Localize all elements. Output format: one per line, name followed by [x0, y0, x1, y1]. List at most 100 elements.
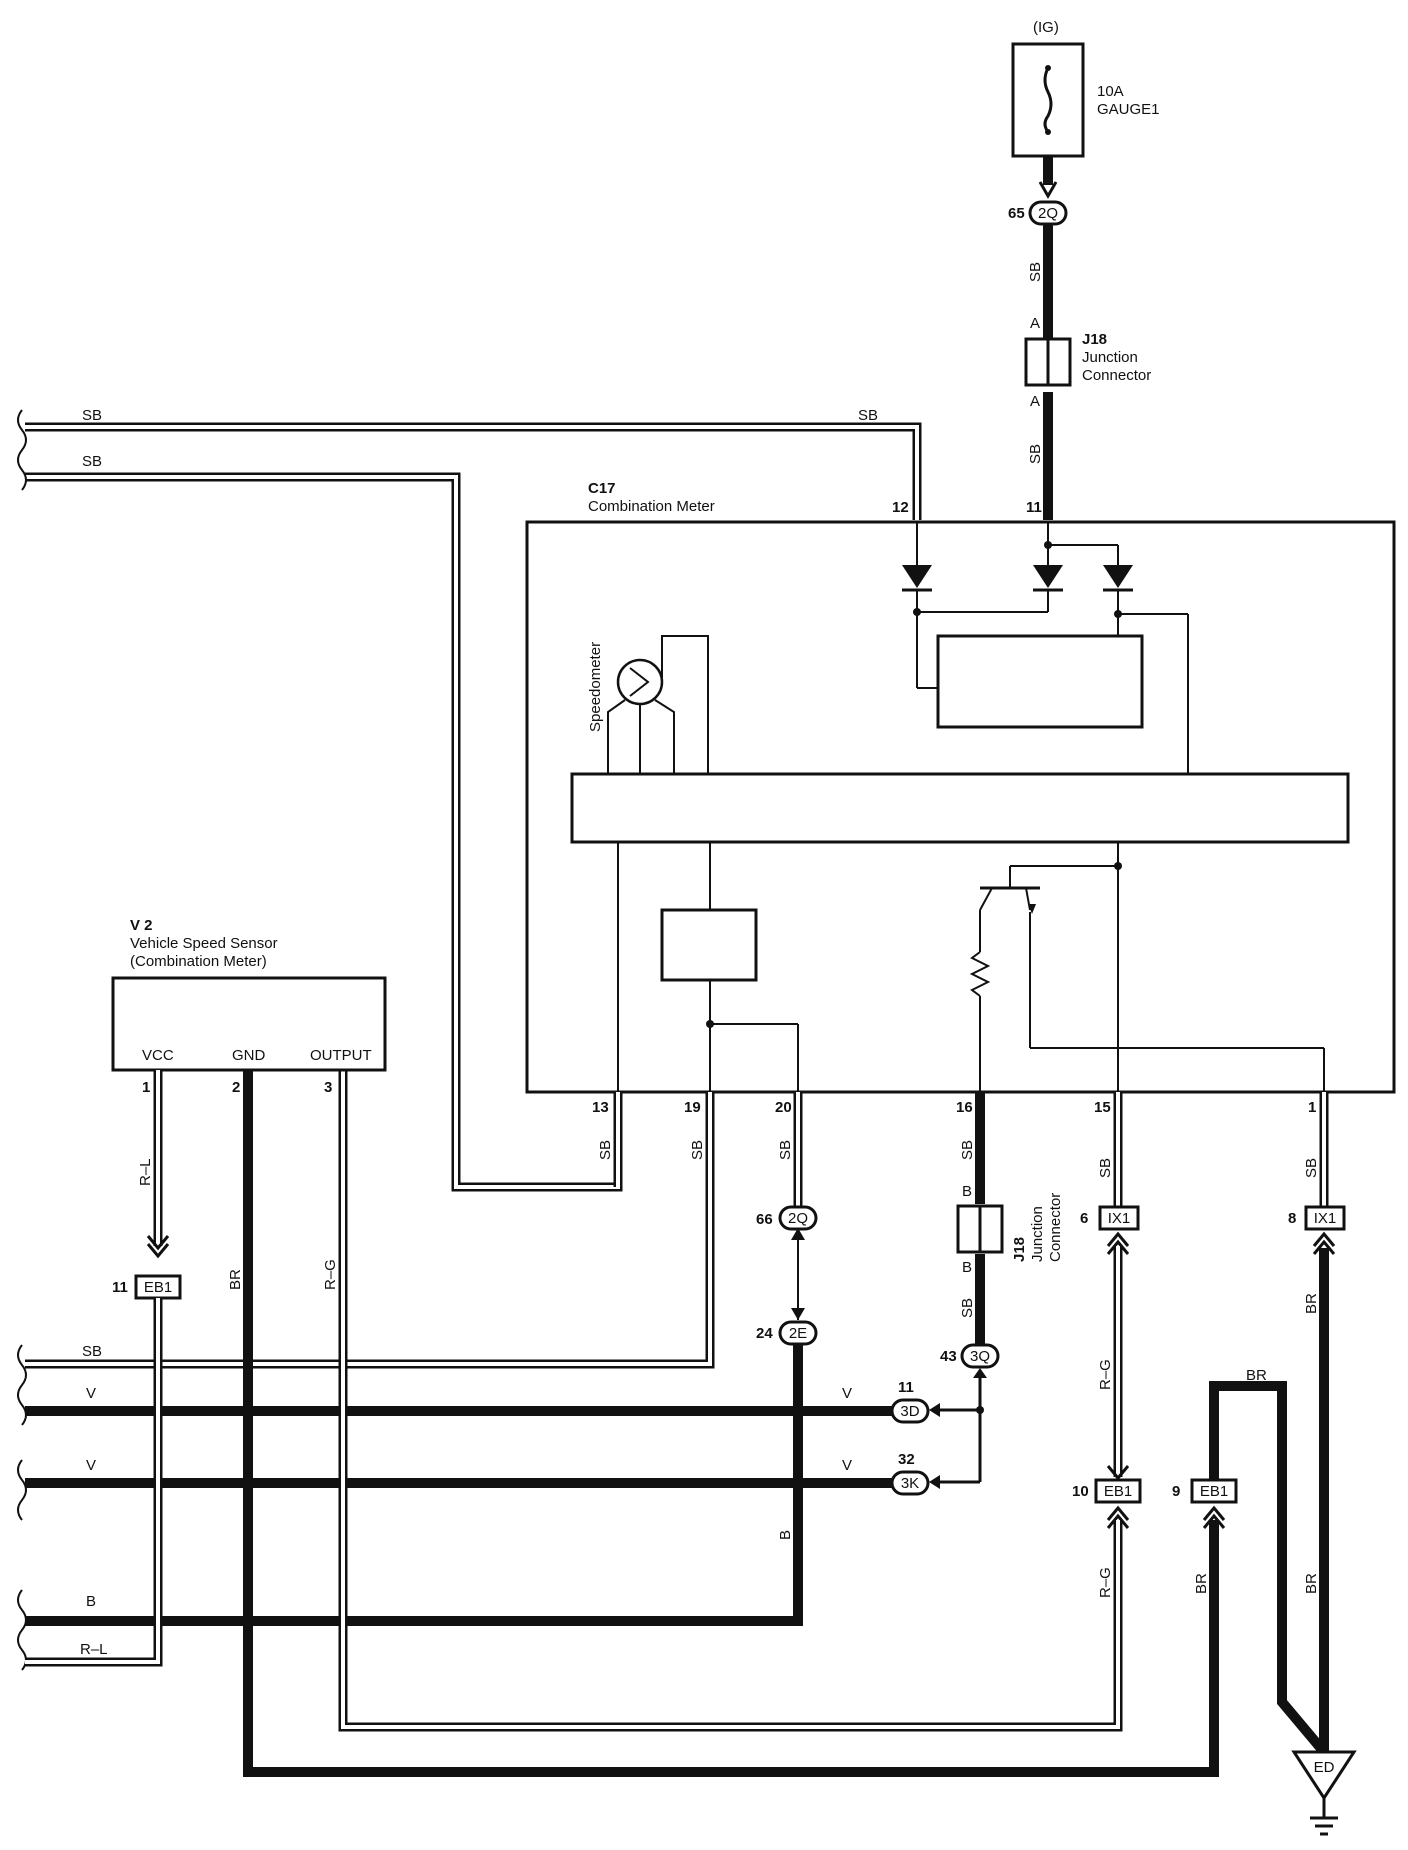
wire-label-rg: R–G	[1097, 1567, 1114, 1598]
wire-label-v: V	[86, 1385, 96, 1402]
fuse-rating: 10A	[1097, 83, 1124, 100]
wire-label-sb: SB	[1027, 444, 1044, 464]
wire-sb-top	[25, 422, 922, 520]
junction-label: Junction	[1082, 349, 1138, 366]
connector-2Q-mid: 2Q 66	[756, 1205, 818, 1231]
wire-label-sb: SB	[82, 453, 102, 470]
sensor-name: Vehicle Speed Sensor	[130, 935, 278, 952]
pin-10: 10	[1072, 1483, 1089, 1500]
pin-11-3d: 11	[898, 1379, 914, 1396]
junction-pin-a: A	[1030, 315, 1040, 332]
ground-label: ED	[1314, 1759, 1335, 1776]
connector-3Q-label: 3Q	[970, 1348, 990, 1365]
ground-icon	[1291, 1750, 1357, 1801]
connector-3K: 3K 32	[890, 1451, 930, 1496]
junction-id: J18	[1011, 1237, 1028, 1262]
pin-12: 12	[892, 499, 909, 516]
connector-2Q-top-label: 2Q	[1038, 205, 1058, 222]
connector-2E: 2E 24	[756, 1320, 818, 1346]
pin-11-eb1: 11	[112, 1279, 128, 1296]
wire-fuse-feed	[1038, 156, 1058, 520]
sensor-name: (Combination Meter)	[130, 953, 267, 970]
wire-label-br: BR	[1193, 1573, 1210, 1594]
sensor-pin-1: 1	[142, 1079, 150, 1096]
connector-IX1-label: IX1	[1108, 1210, 1131, 1227]
connector-2E-label: 2E	[789, 1325, 807, 1342]
connector-IX1-label: IX1	[1314, 1210, 1337, 1227]
fuse-element-icon	[1043, 67, 1053, 133]
wire-label-sb: SB	[959, 1140, 976, 1160]
connector-EB1-c: EB1 9	[1172, 1478, 1238, 1504]
wire-label-sb: SB	[858, 407, 878, 424]
pin-16: 16	[956, 1099, 973, 1116]
wire-label-sb: SB	[1097, 1158, 1114, 1178]
wire-label-v: V	[86, 1457, 96, 1474]
connector-IX1-a: IX1 6	[1080, 1205, 1140, 1231]
connector-2Q-top: 2Q 65	[1008, 200, 1068, 226]
fuse-name: GAUGE1	[1097, 101, 1160, 118]
pin-1: 1	[1308, 1099, 1316, 1116]
interface-block	[660, 908, 758, 982]
connector-2Q-mid-label: 2Q	[788, 1210, 808, 1227]
wire-label-sb: SB	[959, 1298, 976, 1318]
transistor-icon	[969, 842, 1325, 1092]
pin-15: 15	[1094, 1099, 1111, 1116]
junction-pin-a: A	[1030, 393, 1040, 410]
speedometer-gauge: Speedometer	[587, 635, 709, 774]
pin-24: 24	[756, 1325, 773, 1342]
vehicle-speed-sensor-v2: V 2 Vehicle Speed Sensor (Combination Me…	[111, 917, 387, 1096]
junction-pin-b: B	[962, 1259, 972, 1276]
wire-label-sb: SB	[1027, 262, 1044, 282]
wire-label-sb: SB	[777, 1140, 794, 1160]
arrow-down-icon	[1038, 181, 1058, 200]
wire-label-sb: SB	[82, 1343, 102, 1360]
speedometer-icon	[616, 658, 664, 706]
connector-EB1-label: EB1	[1200, 1483, 1228, 1500]
wire-label-rl: R–L	[80, 1641, 108, 1658]
sensor-terminal-gnd: GND	[232, 1047, 266, 1064]
junction-label: Junction	[1029, 1206, 1046, 1262]
wire-br-ground	[1209, 1381, 1328, 1756]
junction-pin-b: B	[962, 1183, 972, 1200]
wire-label-br: BR	[227, 1269, 244, 1290]
combination-meter-c17: C17 Combination Meter 12 11	[525, 480, 1396, 1094]
wire-rl-vcc	[25, 1298, 163, 1667]
indicator-block	[936, 634, 1144, 729]
connector-EB1-b: EB1 11	[112, 1274, 182, 1300]
fuse-gauge1: (IG) 10A GAUGE1	[1011, 19, 1160, 158]
wire-label-v: V	[842, 1457, 852, 1474]
sensor-terminal-output: OUTPUT	[310, 1047, 372, 1064]
meter-id: C17	[588, 480, 616, 497]
pin-65: 65	[1008, 205, 1025, 222]
pin-20: 20	[775, 1099, 792, 1116]
junction-connector-j18-bottom: B B J18 Junction Connector	[956, 1183, 1064, 1276]
wire-label-sb: SB	[597, 1140, 614, 1160]
wire-rg-output	[338, 1070, 1123, 1732]
wire-br-gnd-return	[243, 1070, 1219, 1777]
connector-3Q: 3Q 43	[940, 1343, 1000, 1369]
sensor-id: V 2	[130, 917, 153, 934]
wire-label-rg: R–G	[1097, 1359, 1114, 1390]
connector-EB1-label: EB1	[1104, 1483, 1132, 1500]
pin-8: 8	[1288, 1210, 1296, 1227]
wire-label-b: B	[777, 1530, 794, 1540]
wire-label-br: BR	[1303, 1573, 1320, 1594]
junction-connector-j18-top: A A J18 Junction Connector	[1024, 315, 1151, 410]
wire-label-b: B	[86, 1593, 96, 1610]
pin-13: 13	[592, 1099, 609, 1116]
pin-9: 9	[1172, 1483, 1180, 1500]
connector-3K-label: 3K	[901, 1475, 919, 1492]
meter-ic-block	[570, 772, 1350, 844]
pin-32: 32	[898, 1451, 915, 1468]
sensor-pin-2: 2	[232, 1079, 240, 1096]
diode-array-icon	[902, 522, 1189, 774]
wire-label-rl: R–L	[137, 1158, 154, 1186]
connector-EB1-a: EB1 10	[1072, 1478, 1142, 1504]
wire-label-v: V	[842, 1385, 852, 1402]
wire-label-sb: SB	[1303, 1158, 1320, 1178]
wire-pin19-sb	[25, 1092, 715, 1369]
wire-break-marks	[17, 409, 27, 1671]
pin-66: 66	[756, 1211, 773, 1228]
connector-EB1-label: EB1	[144, 1279, 172, 1296]
